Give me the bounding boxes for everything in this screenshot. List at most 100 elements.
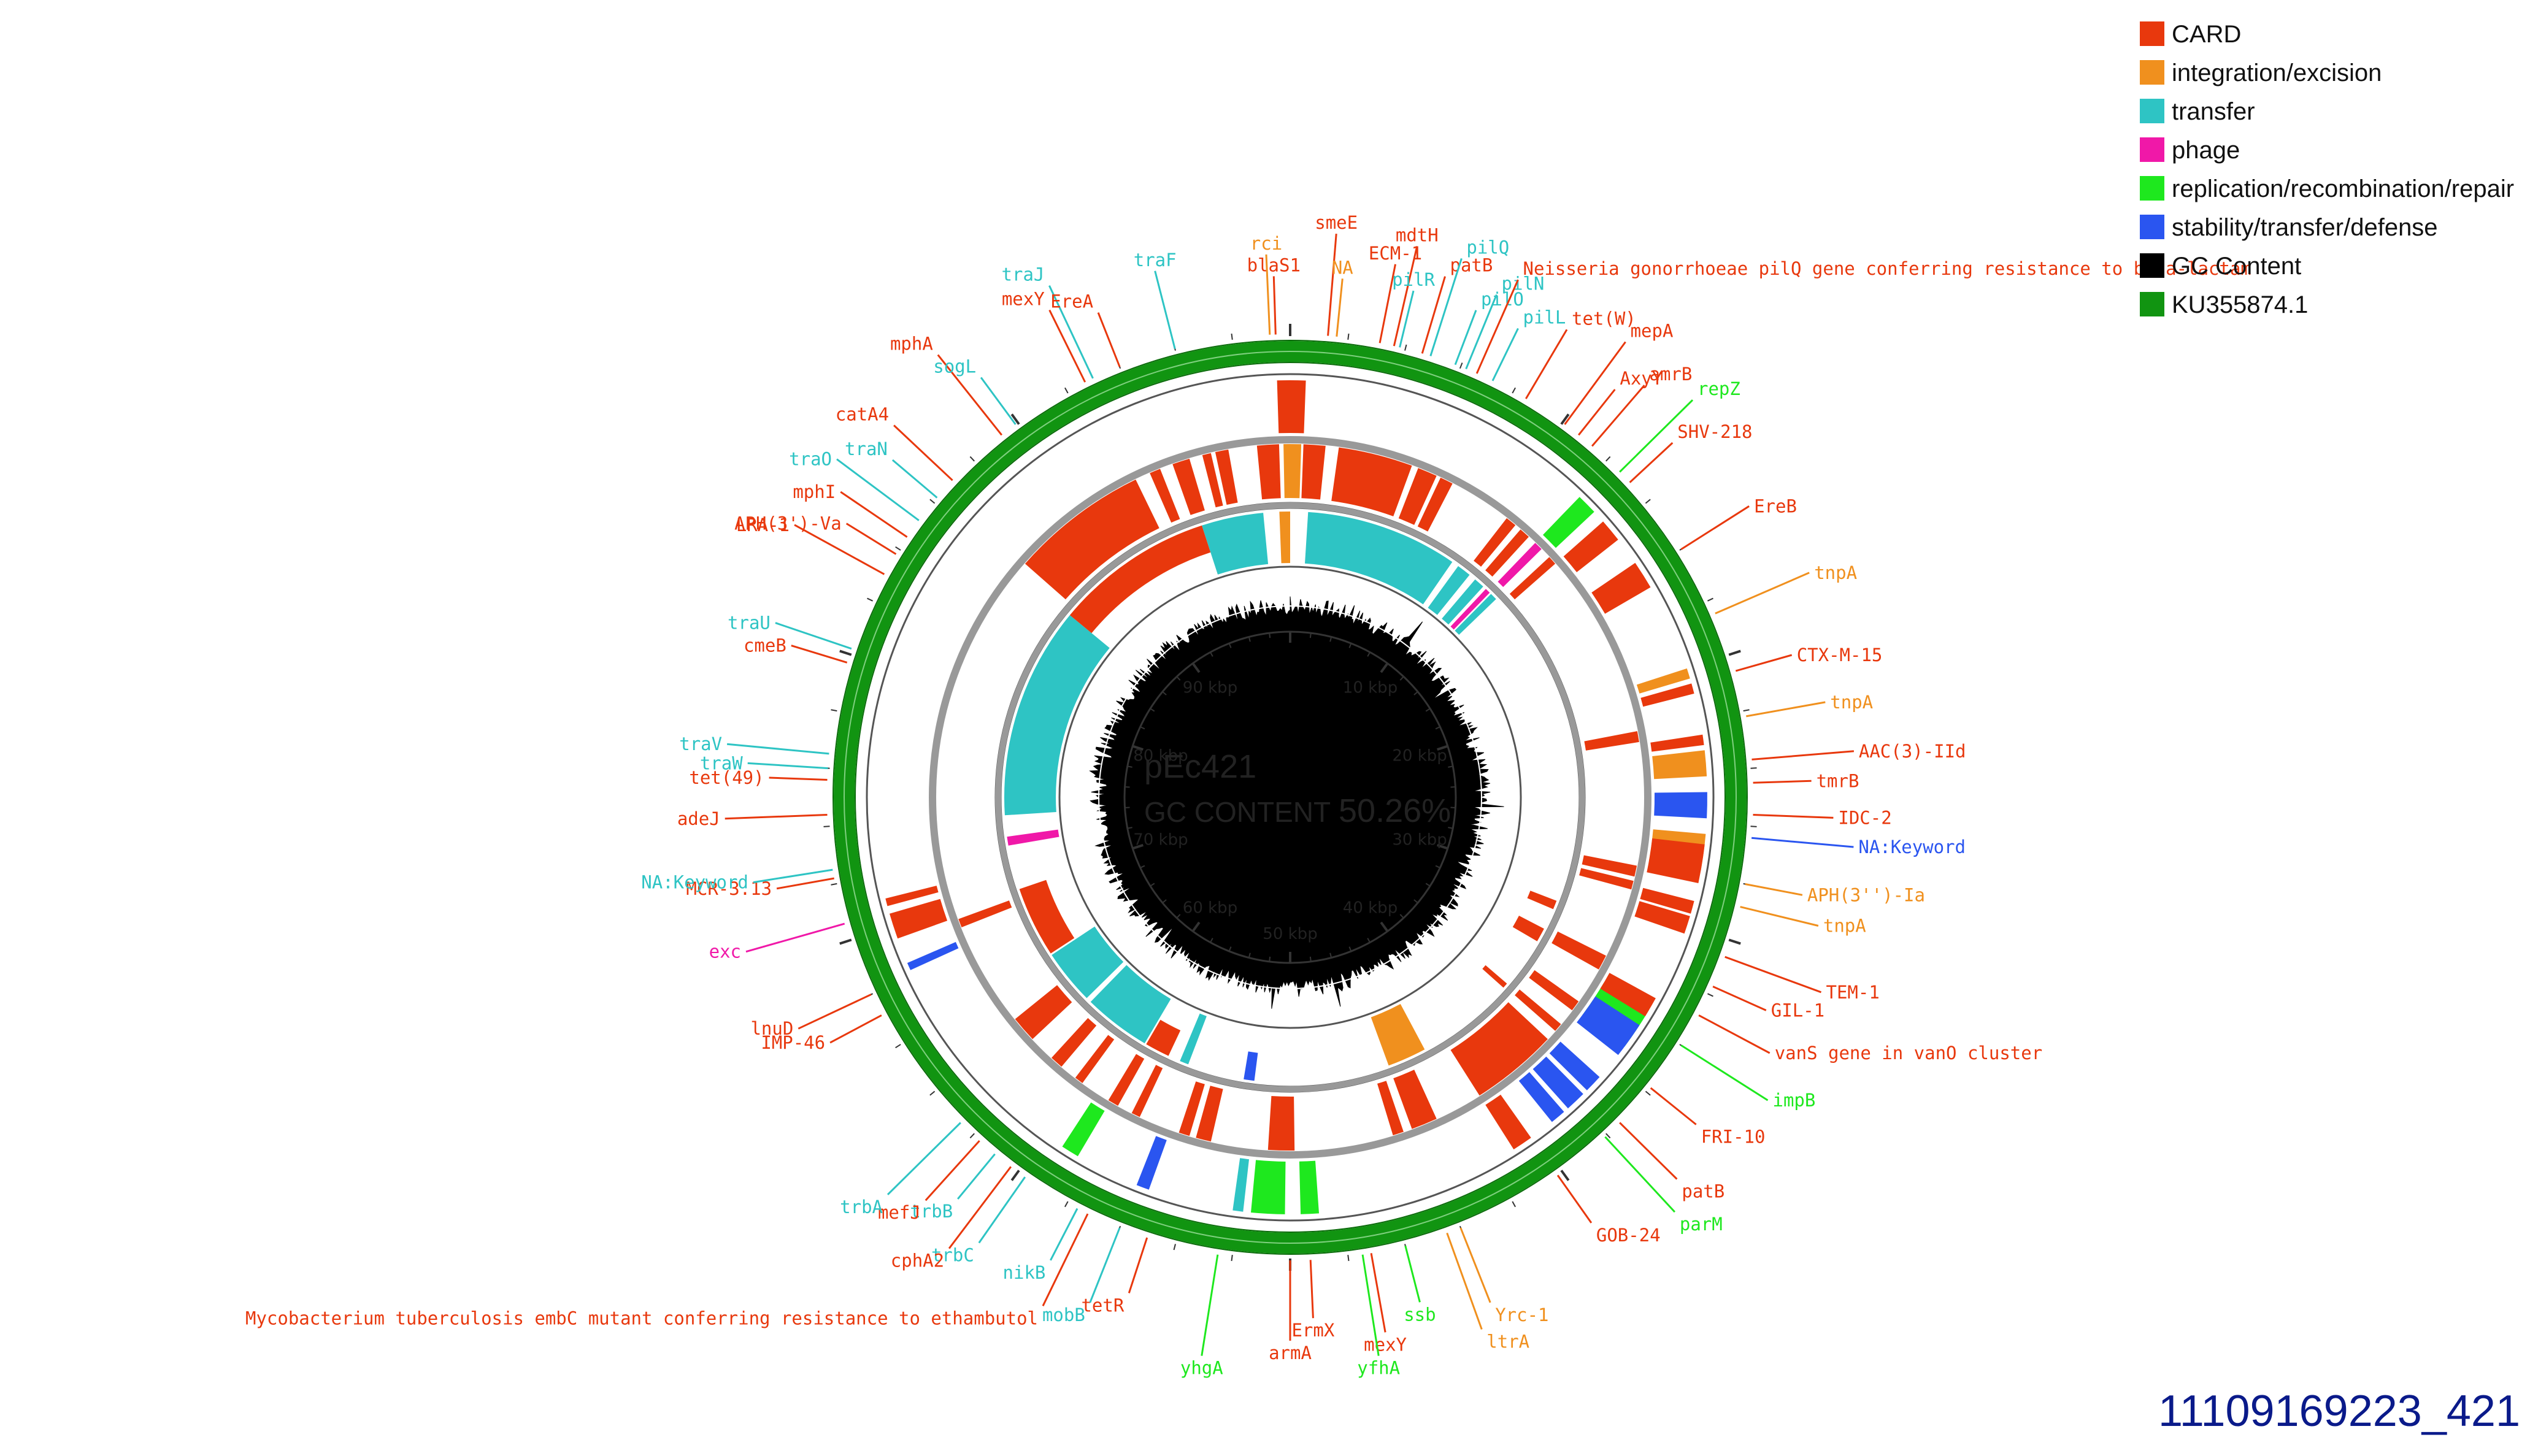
feature-leader-line — [798, 994, 872, 1030]
feature-block-middle — [1474, 518, 1516, 567]
feature-block-middle — [1498, 543, 1542, 588]
kbp-tick — [1399, 676, 1404, 681]
feature-block-middle — [1150, 469, 1180, 523]
kbp-tick — [1425, 883, 1431, 887]
backbone-tick — [1707, 597, 1713, 602]
backbone-tick — [1512, 387, 1516, 394]
backbone-tick — [1743, 709, 1750, 712]
feature-block-middle — [1301, 444, 1326, 500]
feature-block-inner — [1244, 1051, 1258, 1081]
feature-block-inner — [1442, 579, 1483, 625]
feature-block-middle — [1025, 479, 1159, 600]
feature-leader-line — [1265, 254, 1271, 335]
feature-leader-line — [980, 377, 1017, 425]
feature-label: armA — [1269, 1343, 1312, 1363]
legend-label: phage — [2172, 137, 2240, 164]
feature-label: amrB — [1650, 364, 1693, 385]
kbp-tick — [1248, 637, 1251, 642]
feature-label: ltrA — [1486, 1331, 1529, 1352]
feature-leader-line — [1751, 750, 1855, 761]
feature-leader-line — [1650, 1087, 1697, 1125]
feature-label: traJ — [1002, 264, 1045, 285]
backbone-tick — [1645, 499, 1651, 504]
kbp-tick — [1448, 765, 1453, 768]
feature-label: tet(W) — [1572, 308, 1636, 329]
feature-block-inner — [1202, 513, 1269, 575]
feature-label: pilO — [1481, 289, 1524, 310]
feature-layer — [885, 380, 1707, 1214]
feature-leader-line — [1564, 341, 1626, 425]
kbp-tick — [1210, 651, 1213, 657]
feature-label: yfhA — [1357, 1358, 1400, 1379]
kbp-tick — [1309, 956, 1312, 962]
feature-label: APH(3')-Va — [734, 513, 842, 534]
feature-block-middle — [1509, 557, 1556, 600]
feature-label: lnuD — [750, 1018, 793, 1039]
feature-block-middle — [1551, 931, 1606, 970]
feature-block-middle — [1582, 855, 1637, 877]
feature-block-middle — [1529, 970, 1579, 1011]
kbp-tick — [1150, 708, 1155, 712]
backbone-tick — [1560, 1170, 1570, 1181]
feature-leader-line — [925, 1140, 980, 1201]
feature-leader-line — [1393, 246, 1418, 347]
feature-label: SHV-218 — [1677, 421, 1752, 442]
feature-label: pilL — [1523, 307, 1566, 328]
feature-label: ssb — [1404, 1304, 1436, 1325]
feature-leader-line — [1491, 328, 1519, 381]
feature-block-inner — [1069, 525, 1211, 634]
kbp-tick — [1348, 643, 1352, 648]
feature-block-outer — [1640, 683, 1694, 707]
legend-label: CARD — [2172, 21, 2241, 48]
feature-leader-line — [1556, 1174, 1593, 1224]
legend-label: stability/transfer/defense — [2172, 214, 2438, 241]
feature-label: Mycobacterium tuberculosis embC mutant c… — [245, 1308, 1038, 1328]
plasmid-name: pEc421 — [1144, 748, 1256, 785]
feature-label: tnpA — [1814, 562, 1857, 583]
feature-label: cmeB — [744, 635, 786, 656]
backbone-tick — [867, 597, 873, 602]
feature-label: IMP-46 — [761, 1032, 825, 1053]
feature-leader-line — [1715, 572, 1810, 615]
feature-leader-line — [1751, 837, 1854, 848]
kbp-tick — [1162, 691, 1167, 695]
kbp-tick — [1228, 643, 1232, 648]
feature-block-inner — [1052, 926, 1124, 998]
kbp-label: 30 kbp — [1392, 831, 1447, 849]
backbone-ring-highlight — [844, 351, 1737, 1244]
feature-label: catA4 — [836, 404, 889, 425]
feature-block-outer — [1634, 901, 1690, 934]
feature-label: mobB — [1042, 1305, 1085, 1325]
backbone-tick — [1064, 387, 1069, 394]
backbone-tick — [1750, 826, 1757, 827]
feature-label: TEM-1 — [1826, 982, 1880, 1003]
legend-label: transfer — [2172, 98, 2255, 125]
feature-label: NA:Keyword — [641, 872, 748, 893]
feature-label: AxyY — [1620, 368, 1663, 389]
kbp-label: 10 kbp — [1343, 678, 1398, 697]
feature-label: trbB — [910, 1201, 953, 1222]
feature-block-outer — [1654, 792, 1707, 819]
feature-label: rci — [1250, 233, 1282, 254]
kbp-tick — [1348, 946, 1352, 952]
kbp-tick — [1140, 865, 1145, 868]
feature-block-outer — [907, 941, 959, 970]
backbone-tick — [1645, 1090, 1651, 1096]
kbp-tick — [1228, 946, 1232, 952]
backbone-tick — [831, 883, 837, 886]
feature-leader-line — [1753, 780, 1812, 784]
backbone-tick — [1231, 333, 1233, 340]
feature-label: repZ — [1698, 378, 1740, 399]
feature-leader-line — [1619, 1122, 1678, 1180]
legend-swatch — [2140, 21, 2164, 46]
feature-leader-line — [957, 1153, 996, 1200]
gc-content-label: GC CONTENT — [1144, 796, 1331, 828]
feature-label: blaS1 — [1247, 255, 1301, 275]
backbone-tick — [1605, 1133, 1611, 1139]
feature-leader-line — [1629, 442, 1674, 483]
feature-block-middle — [1398, 468, 1437, 525]
feature-label: mphI — [793, 481, 836, 502]
feature-label: Yrc-1 — [1495, 1305, 1548, 1325]
backbone-tick — [929, 1090, 936, 1096]
backbone-tick — [1010, 1170, 1020, 1181]
